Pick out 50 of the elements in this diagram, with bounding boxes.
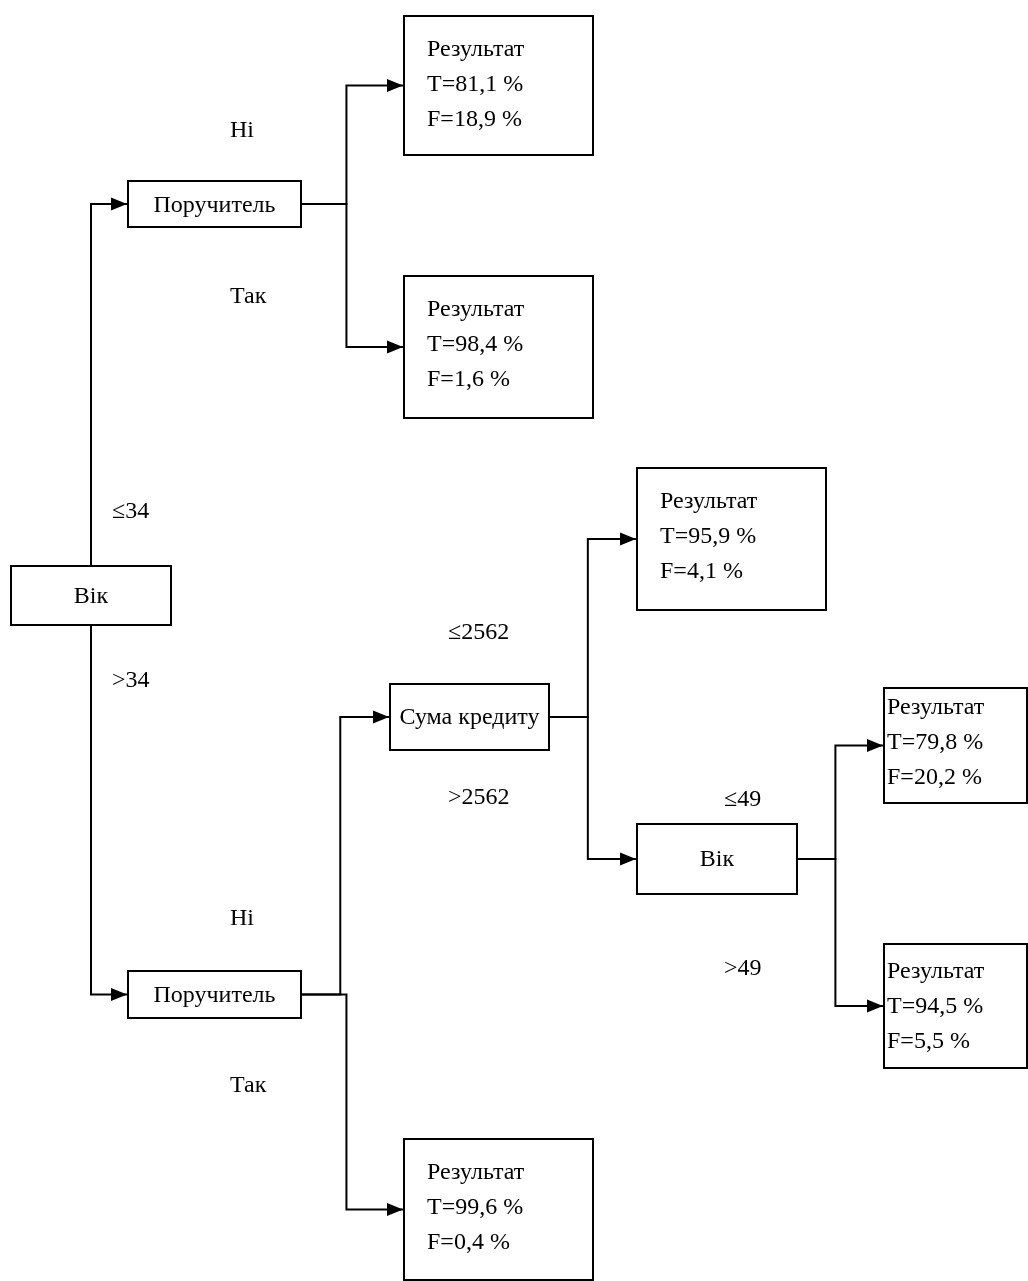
arrow <box>90 625 128 1001</box>
node-text: Результат <box>660 486 758 515</box>
node-text: T=95,9 % <box>660 520 757 550</box>
edge-label: Ні <box>230 117 254 141</box>
decision-box <box>389 683 550 751</box>
result-box <box>403 1138 594 1281</box>
edge-label: >34 <box>112 667 150 691</box>
decision-box <box>127 180 302 228</box>
edge-label: Так <box>230 283 267 307</box>
node-text: F=1,6 % <box>427 363 510 393</box>
node-text: F=20,2 % <box>887 761 982 791</box>
node-text: Поручитель <box>153 189 276 219</box>
edge-label: Так <box>230 1072 267 1096</box>
node-text: Вік <box>699 844 735 874</box>
decision-box <box>127 970 302 1019</box>
result-box <box>883 687 1028 804</box>
node-text: T=79,8 % <box>887 726 984 756</box>
arrow <box>90 197 128 566</box>
edge-label: ≤49 <box>724 786 762 810</box>
node-text: T=94,5 % <box>887 990 984 1020</box>
edge-label: ≤2562 <box>448 619 510 643</box>
arrow <box>797 858 884 1013</box>
node-text: T=99,6 % <box>427 1191 524 1221</box>
arrow <box>549 716 637 866</box>
decision-box <box>10 565 172 626</box>
node-text: Вік <box>73 580 109 610</box>
decision-box <box>636 823 798 895</box>
node-text: Результат <box>427 294 525 323</box>
arrow <box>301 993 404 1216</box>
edge-label: >49 <box>724 955 762 979</box>
edge-label: >2562 <box>448 784 510 808</box>
node-text: Поручитель <box>153 980 276 1010</box>
node-text: Результат <box>887 956 985 985</box>
node-text: Результат <box>427 34 525 63</box>
node-text: F=0,4 % <box>427 1226 510 1256</box>
edge-label: ≤34 <box>112 498 150 522</box>
node-text: F=4,1 % <box>660 555 743 585</box>
node-text: Сума кредиту <box>399 702 540 732</box>
node-text: F=18,9 % <box>427 103 522 133</box>
result-box <box>403 15 594 156</box>
node-text: T=81,1 % <box>427 68 524 98</box>
node-text: Результат <box>887 692 985 721</box>
result-box <box>403 275 594 419</box>
edge-label: Ні <box>230 905 254 929</box>
result-box <box>883 943 1028 1069</box>
node-text: F=5,5 % <box>887 1025 970 1055</box>
node-text: Результат <box>427 1157 525 1186</box>
node-text: T=98,4 % <box>427 328 524 358</box>
result-box <box>636 467 827 611</box>
arrow <box>301 203 404 354</box>
